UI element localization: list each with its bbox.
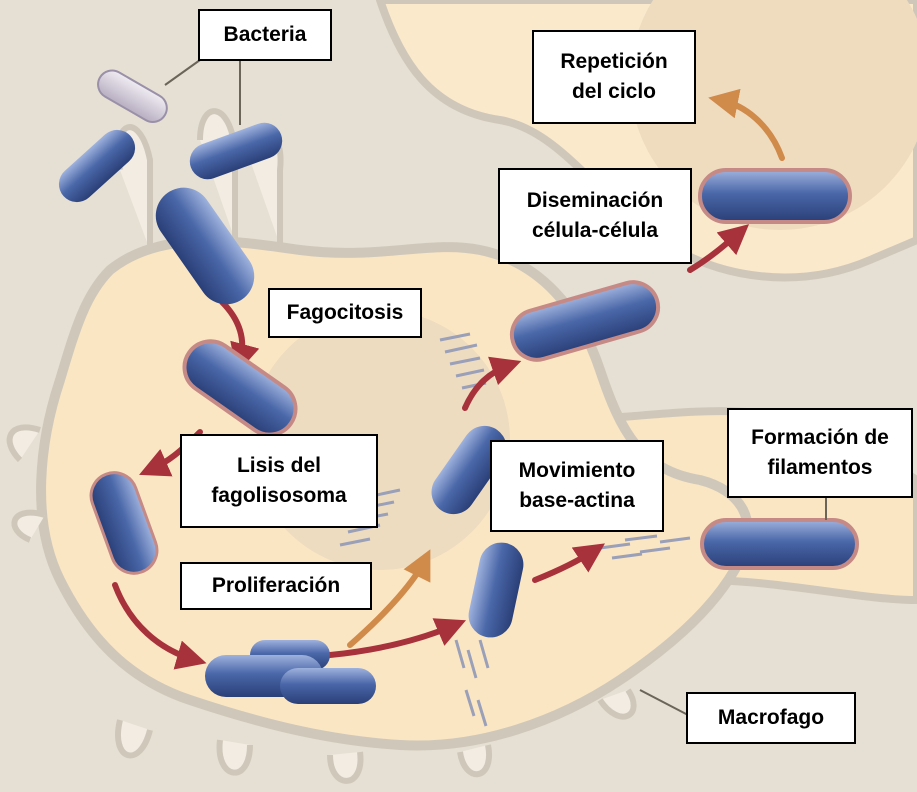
label-macrofago: Macrofago (686, 692, 856, 744)
bacterium (280, 668, 376, 704)
label-bacteria: Bacteria (198, 9, 332, 61)
label-repeticion: Repetición del ciclo (532, 30, 696, 124)
label-movimiento: Movimiento base-actina (490, 440, 664, 532)
bacterium (702, 520, 857, 568)
label-lisis: Lisis del fagolisosoma (180, 434, 378, 528)
label-formacion: Formación de filamentos (727, 408, 913, 498)
label-fagocitosis: Fagocitosis (268, 288, 422, 338)
label-diseminacion: Diseminación célula-célula (498, 168, 692, 264)
bacterium (700, 170, 850, 222)
label-proliferacion: Proliferación (180, 562, 372, 610)
